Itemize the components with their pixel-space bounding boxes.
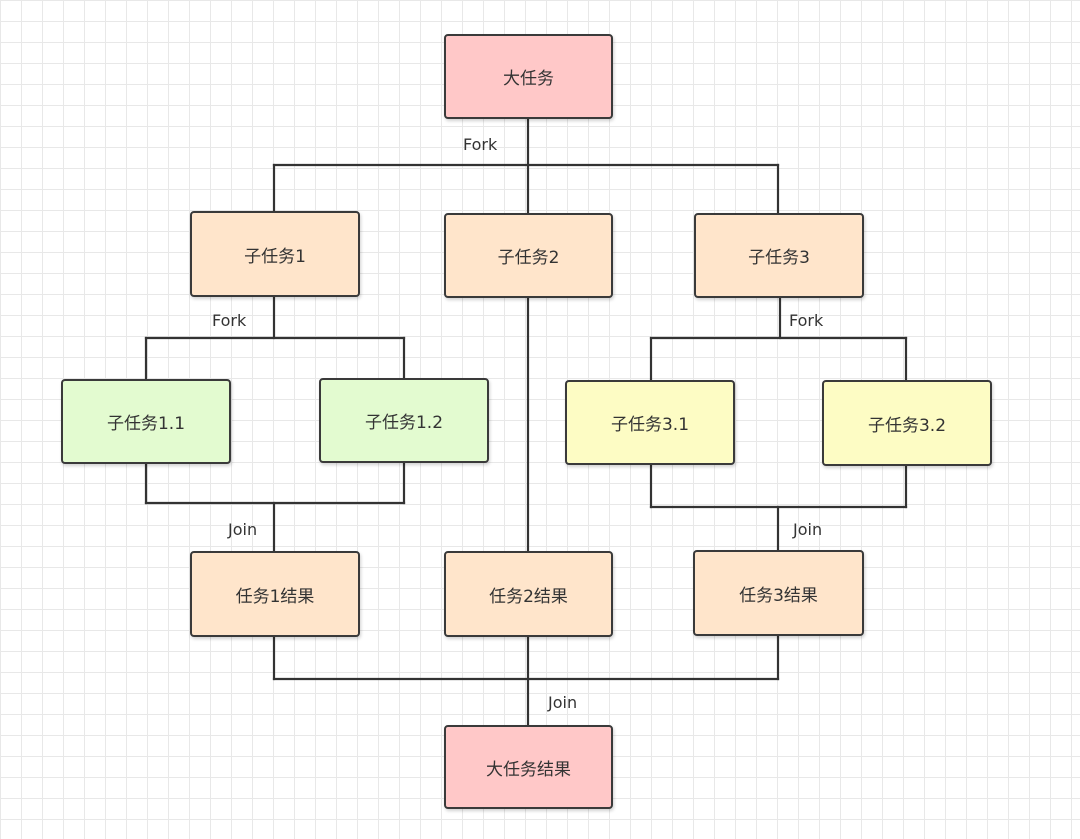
main-task-node: 大任务 bbox=[444, 34, 613, 119]
task-3-result-label: 任务3结果 bbox=[739, 585, 818, 606]
sub-task-2-label: 子任务2 bbox=[497, 248, 560, 268]
sub-task-1-1-label: 子任务1.1 bbox=[106, 414, 186, 434]
task-2-result-label: 任务2结果 bbox=[489, 586, 568, 607]
join-label-main: Join bbox=[548, 693, 578, 712]
sub-task-3-label: 子任务3 bbox=[748, 248, 810, 268]
sub-task-2-node: 子任务2 bbox=[444, 213, 613, 298]
sub-task-1-2-label: 子任务1.2 bbox=[364, 413, 444, 433]
sub-task-1-label: 子任务1 bbox=[244, 246, 306, 267]
task-1-result-label: 任务1结果 bbox=[235, 586, 315, 607]
sub-task-3-1-node: 子任务3.1 bbox=[565, 380, 735, 465]
sub-task-3-1-label: 子任务3.1 bbox=[610, 415, 690, 435]
main-task-result-node: 大任务结果 bbox=[444, 725, 613, 809]
join-label-sub-task-1: Join bbox=[228, 520, 258, 539]
sub-task-1-node: 子任务1 bbox=[190, 211, 360, 297]
task-3-result-node: 任务3结果 bbox=[693, 550, 864, 636]
fork-label-main: Fork bbox=[463, 135, 498, 154]
sub-task-3-2-label: 子任务3.2 bbox=[867, 415, 947, 436]
sub-task-3-2-node: 子任务3.2 bbox=[822, 380, 992, 466]
fork-label-sub-task-1: Fork bbox=[212, 311, 247, 330]
sub-task-1-1-node: 子任务1.1 bbox=[61, 379, 231, 464]
join-label-sub-task-3: Join bbox=[793, 520, 823, 539]
fork-label-sub-task-3: Fork bbox=[789, 311, 824, 330]
sub-task-3-node: 子任务3 bbox=[694, 213, 864, 298]
task-1-result-node: 任务1结果 bbox=[190, 551, 360, 637]
main-task-label: 大任务 bbox=[503, 69, 554, 89]
sub-task-1-2-node: 子任务1.2 bbox=[319, 378, 489, 463]
task-2-result-node: 任务2结果 bbox=[444, 551, 613, 637]
main-task-result-label: 大任务结果 bbox=[486, 759, 571, 780]
